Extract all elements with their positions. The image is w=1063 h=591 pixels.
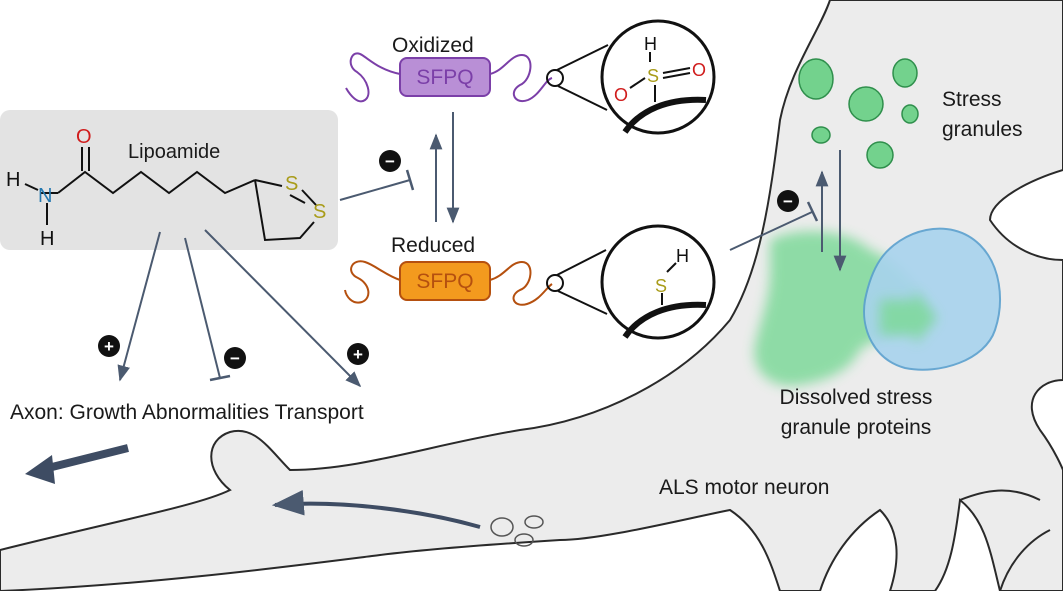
atom-H: H (676, 246, 689, 266)
lipoamide-box: Lipoamide O N H H S S (0, 110, 338, 250)
granule (892, 58, 918, 88)
reduced-sfpq-box (399, 261, 491, 301)
growth-arrow (117, 231, 161, 382)
granule (798, 58, 834, 100)
reduced-zoom-small (546, 274, 564, 292)
granule (866, 141, 894, 169)
reduced-tail-right (489, 260, 553, 306)
dissolved-label-line2: granule proteins (781, 416, 932, 439)
oxidized-label: Oxidized (392, 34, 474, 57)
oxidized-sfpq-box (399, 57, 491, 97)
atom-S: S (647, 66, 659, 86)
atom-H: H (40, 228, 54, 250)
oxidized-tail-right (489, 53, 553, 103)
reduced-label: Reduced (391, 234, 475, 257)
minus-badge (379, 150, 401, 172)
reduced-zoom-circle (600, 224, 716, 340)
atom-O: O (614, 85, 628, 105)
oxidized-zoom-circle (600, 19, 716, 135)
stress-granules-label-line2: granules (942, 118, 1023, 141)
transport-effect-arrow (204, 229, 362, 388)
vesicle (514, 533, 534, 547)
minus-sign: − (385, 152, 395, 171)
atom-H: H (6, 169, 20, 191)
atom-O: O (692, 60, 706, 80)
minus-sign: − (783, 192, 793, 211)
minus-badge (777, 190, 799, 212)
granule (901, 104, 919, 124)
abnormalities-inhibition (184, 237, 221, 379)
atom-S: S (655, 276, 667, 296)
reduced-tail-left (344, 260, 401, 304)
atom-N: N (38, 185, 52, 207)
stress-granules (798, 58, 919, 169)
atom-O: O (76, 126, 92, 148)
minus-sign: − (230, 349, 240, 368)
oxidized-tail-left (345, 52, 401, 103)
granule (848, 86, 884, 122)
axon-direction-arrowhead (25, 455, 55, 484)
lipoamide-inhibition-line (339, 179, 411, 201)
axon-effects-text: Axon: Growth Abnormalities Transport (10, 401, 364, 424)
plus-sign: + (353, 345, 363, 364)
transport-arrow (271, 490, 481, 529)
vesicle (490, 517, 514, 537)
reduced-sfpq-label: SFPQ (416, 270, 473, 293)
plus-sign: + (104, 337, 114, 356)
granule (811, 126, 831, 144)
axon-direction-arrow (39, 444, 129, 474)
sfpq-inhibition-line (729, 211, 813, 251)
plus-badge (347, 343, 369, 365)
minus-badge (224, 347, 246, 369)
nuclear-import-arrow (880, 290, 937, 345)
dissolved-label-line1: Dissolved stress (780, 386, 933, 409)
lipoamide-label: Lipoamide (128, 141, 220, 163)
atom-H: H (644, 34, 657, 54)
vesicle (524, 515, 544, 529)
oxidized-zoom-small (546, 69, 564, 87)
stress-granules-label-line1: Stress (942, 88, 1002, 111)
lipoamide-chain (57, 170, 256, 195)
atom-S: S (313, 201, 326, 223)
atom-S: S (285, 173, 298, 195)
cell-label: ALS motor neuron (659, 476, 829, 499)
plus-badge (98, 335, 120, 357)
oxidized-sfpq-label: SFPQ (416, 66, 473, 89)
dithiolane-ring (254, 179, 317, 242)
